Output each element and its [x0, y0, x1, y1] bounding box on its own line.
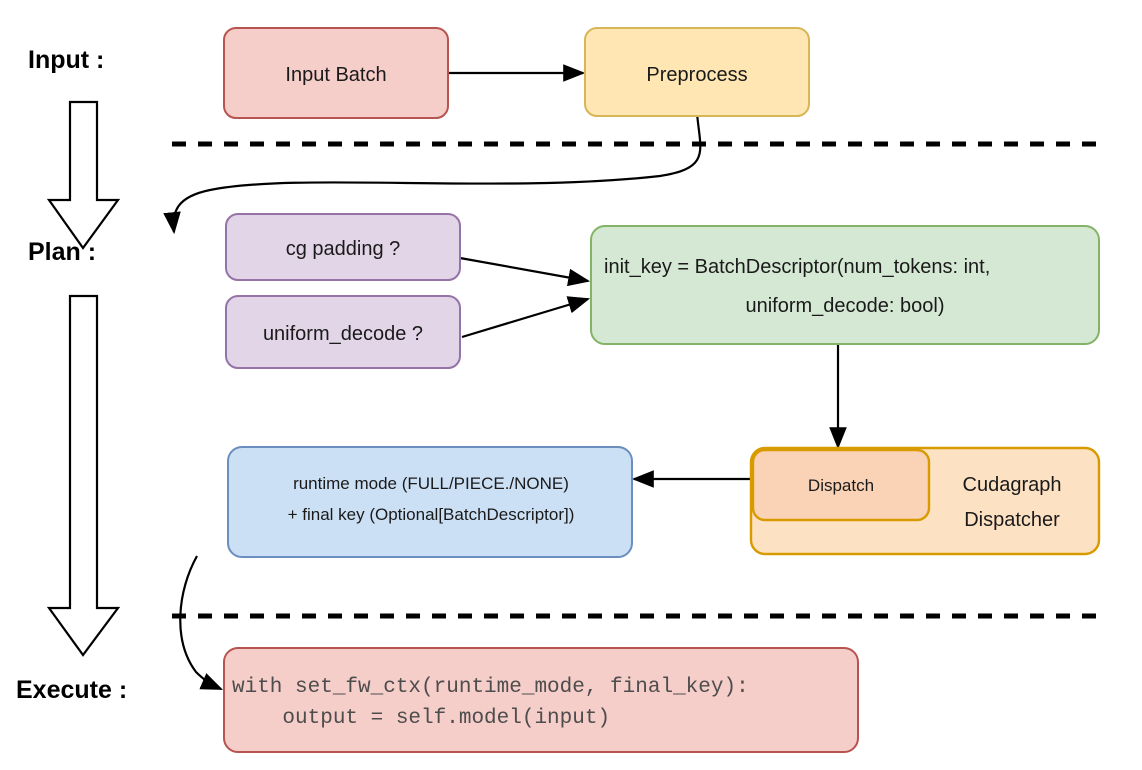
node-input-batch-box[interactable] — [223, 27, 449, 119]
node-runtime-mode-line1: runtime mode (FULL/PIECE./NONE) — [293, 474, 569, 493]
node-runtime-mode[interactable]: runtime mode (FULL/PIECE./NONE) + final … — [227, 446, 633, 558]
node-execute-code-line2: output = self.model(input) — [232, 707, 610, 730]
node-dispatch-label: Dispatch — [808, 476, 874, 495]
node-uniform-decode[interactable]: uniform_decode ? — [225, 295, 461, 369]
node-uniform-decode-label: uniform_decode ? — [263, 323, 423, 345]
stage-label-execute: Execute : — [16, 676, 127, 704]
edge-preprocess-to-cg-padding — [163, 112, 702, 235]
node-cg-padding[interactable]: cg padding ? — [225, 213, 461, 281]
input-to-plan-block-arrow — [46, 100, 121, 250]
node-execute-code-box[interactable] — [223, 647, 859, 753]
node-execute-code[interactable]: with set_fw_ctx(runtime_mode, final_key)… — [223, 647, 859, 753]
node-runtime-mode-box[interactable] — [227, 446, 633, 558]
node-preprocess[interactable]: Preprocess — [584, 27, 810, 117]
node-execute-code-line1: with set_fw_ctx(runtime_mode, final_key)… — [232, 676, 749, 699]
node-init-key-line1: init_key = BatchDescriptor(num_tokens: i… — [604, 256, 990, 278]
node-cg-padding-box[interactable] — [225, 213, 461, 281]
node-init-key-line2: uniform_decode: bool) — [745, 295, 944, 317]
node-init-key-box[interactable] — [590, 225, 1100, 345]
node-preprocess-box[interactable] — [584, 27, 810, 117]
node-cudagraph-dispatcher[interactable]: Cudagraph Dispatcher Dispatch — [749, 446, 1101, 556]
node-runtime-mode-line2: + final key (Optional[BatchDescriptor]) — [288, 505, 575, 524]
node-cudagraph-dispatcher-line2: Dispatcher — [964, 509, 1060, 531]
node-input-batch-label: Input Batch — [285, 64, 386, 86]
plan-to-execute-block-arrow — [46, 294, 121, 657]
node-preprocess-label: Preprocess — [646, 64, 747, 86]
edge-cg-padding-to-init-key — [459, 256, 591, 287]
node-cg-padding-label: cg padding ? — [286, 238, 401, 260]
node-dispatch-box[interactable] — [751, 448, 931, 522]
stage-label-input: Input : — [28, 46, 104, 74]
node-init-key[interactable]: init_key = BatchDescriptor(num_tokens: i… — [590, 225, 1100, 345]
edge-runtime-mode-to-execute-code — [179, 555, 224, 691]
node-uniform-decode-box[interactable] — [225, 295, 461, 369]
node-input-batch[interactable]: Input Batch — [223, 27, 449, 119]
node-dispatch[interactable]: Dispatch — [751, 448, 931, 522]
node-cudagraph-dispatcher-line1: Cudagraph — [963, 474, 1062, 496]
edge-uniform-decode-to-init-key — [461, 296, 591, 339]
